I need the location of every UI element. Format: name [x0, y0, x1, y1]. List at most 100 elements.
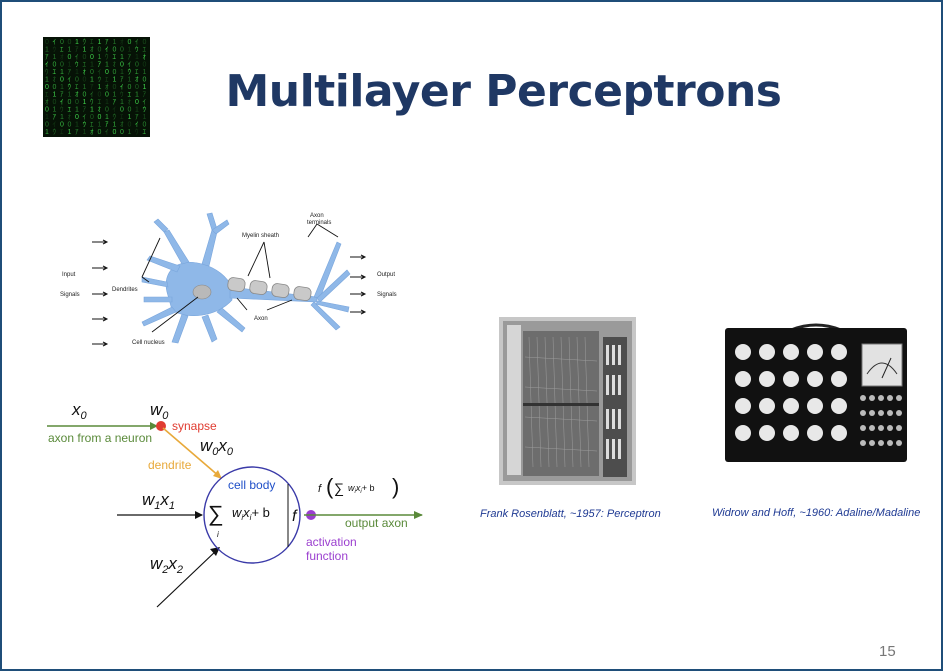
svg-text:ｵ: ｵ	[90, 128, 94, 136]
biological-neuron-diagram: Input Signals Dendrites Myelin sheath Ax…	[60, 212, 397, 347]
svg-text:1: 1	[68, 92, 72, 99]
svg-text:0: 0	[143, 39, 147, 46]
f-paren-close: )	[392, 474, 399, 499]
svg-text:1: 1	[53, 92, 57, 99]
svg-text:ｳ: ｳ	[75, 61, 79, 69]
svg-text:1: 1	[83, 129, 87, 136]
svg-text:ｲ: ｲ	[98, 69, 102, 76]
svg-text:ｲ: ｲ	[143, 99, 147, 106]
svg-text:0: 0	[143, 77, 147, 84]
svg-text:0: 0	[143, 122, 147, 129]
svg-text:ｳ: ｳ	[60, 106, 64, 114]
output-label: Output	[377, 272, 395, 278]
svg-text:1: 1	[45, 114, 49, 121]
svg-text:ｵ: ｵ	[90, 46, 94, 54]
svg-text:ｴ: ｴ	[90, 39, 94, 46]
x0-label: x0	[71, 400, 88, 422]
svg-text:ｲ: ｲ	[90, 92, 94, 99]
svg-text:1: 1	[105, 99, 109, 106]
svg-text:ｴ: ｴ	[75, 84, 79, 91]
svg-text:ｴ: ｴ	[128, 92, 132, 99]
svg-text:1: 1	[60, 114, 64, 121]
svg-text:ｲ: ｲ	[53, 39, 57, 46]
svg-text:1: 1	[98, 122, 102, 129]
svg-text:ｳ: ｳ	[83, 38, 87, 46]
svg-text:1: 1	[75, 122, 79, 129]
svg-text:ｱ: ｱ	[135, 113, 139, 121]
svg-text:0: 0	[135, 62, 139, 69]
svg-text:1: 1	[45, 47, 49, 54]
svg-text:0: 0	[75, 114, 79, 121]
svg-text:ｴ: ｴ	[143, 129, 147, 136]
svg-text:ｱ: ｱ	[53, 113, 57, 121]
perceptron-machine-photo	[499, 317, 636, 485]
svg-text:ｴ: ｴ	[68, 107, 72, 114]
svg-text:ｵ: ｵ	[83, 68, 87, 76]
svg-text:1: 1	[75, 39, 79, 46]
svg-text:1: 1	[90, 107, 94, 114]
svg-text:ｴ: ｴ	[60, 129, 64, 136]
svg-text:ｲ: ｲ	[135, 122, 139, 129]
svg-text:1: 1	[128, 114, 132, 121]
svg-text:ｱ: ｱ	[45, 53, 49, 61]
svg-text:ｳ: ｳ	[53, 46, 57, 54]
svg-text:1: 1	[113, 77, 117, 84]
svg-text:1: 1	[113, 39, 117, 46]
svg-text:ｵ: ｵ	[143, 53, 147, 61]
svg-text:ｵ: ｵ	[120, 121, 124, 129]
axon-terminals-label: Axon	[310, 213, 324, 219]
svg-text:ｴ: ｴ	[135, 69, 139, 76]
svg-text:0: 0	[53, 84, 57, 91]
w0-label: w0	[150, 400, 169, 422]
svg-text:1: 1	[53, 107, 57, 114]
svg-text:0: 0	[105, 69, 109, 76]
svg-text:0: 0	[68, 39, 72, 46]
svg-text:ｴ: ｴ	[60, 47, 64, 54]
svg-text:ｲ: ｲ	[45, 62, 49, 69]
w0x0-label: w0x0	[200, 436, 234, 458]
svg-text:ｳ: ｳ	[53, 128, 57, 136]
svg-text:ｱ: ｱ	[120, 76, 124, 84]
svg-text:ｱ: ｱ	[75, 128, 79, 136]
svg-text:1: 1	[120, 54, 124, 61]
svg-text:1: 1	[105, 114, 109, 121]
f-symbol: f	[292, 508, 298, 525]
svg-text:0: 0	[60, 62, 64, 69]
svg-text:0: 0	[120, 129, 124, 136]
svg-text:0: 0	[75, 77, 79, 84]
slide-title: Multilayer Perceptrons	[225, 66, 782, 117]
svg-text:1: 1	[113, 122, 117, 129]
svg-text:ｱ: ｱ	[68, 68, 72, 76]
svg-text:ｳ: ｳ	[105, 53, 109, 61]
svg-text:0: 0	[60, 122, 64, 129]
svg-text:ｳ: ｳ	[120, 91, 124, 99]
svg-text:ｵ: ｵ	[135, 76, 139, 84]
svg-text:1: 1	[45, 77, 49, 84]
page-number: 15	[879, 643, 896, 660]
svg-text:ｳ: ｳ	[68, 83, 72, 91]
w2x2-label: w2x2	[150, 554, 183, 576]
svg-text:1: 1	[135, 92, 139, 99]
svg-text:0: 0	[45, 39, 49, 46]
w1x1-label: w1x1	[142, 490, 175, 512]
svg-text:0: 0	[60, 39, 64, 46]
svg-text:1: 1	[98, 39, 102, 46]
svg-text:1: 1	[83, 47, 87, 54]
artificial-neuron-diagram: x0 w0 w0x0 w1x1 w2x2 ∑ i wixi+ b f f ( ∑…	[47, 400, 423, 608]
svg-text:0: 0	[68, 54, 72, 61]
svg-text:0: 0	[113, 47, 117, 54]
svg-text:ｴ: ｴ	[120, 114, 124, 121]
svg-text:1: 1	[128, 77, 132, 84]
svg-text:ｲ: ｲ	[120, 84, 124, 91]
dendrite-label: dendrite	[148, 458, 192, 472]
svg-text:ｱ: ｱ	[105, 121, 109, 129]
svg-text:ｵ: ｵ	[120, 38, 124, 46]
svg-text:ｴ: ｴ	[143, 47, 147, 54]
svg-text:1: 1	[105, 62, 109, 69]
f-inner: wixi+ b	[348, 483, 374, 495]
sum-index: i	[217, 530, 219, 539]
svg-text:ｳ: ｳ	[135, 128, 139, 136]
svg-text:ｵ: ｵ	[128, 98, 132, 106]
svg-text:1: 1	[60, 84, 64, 91]
